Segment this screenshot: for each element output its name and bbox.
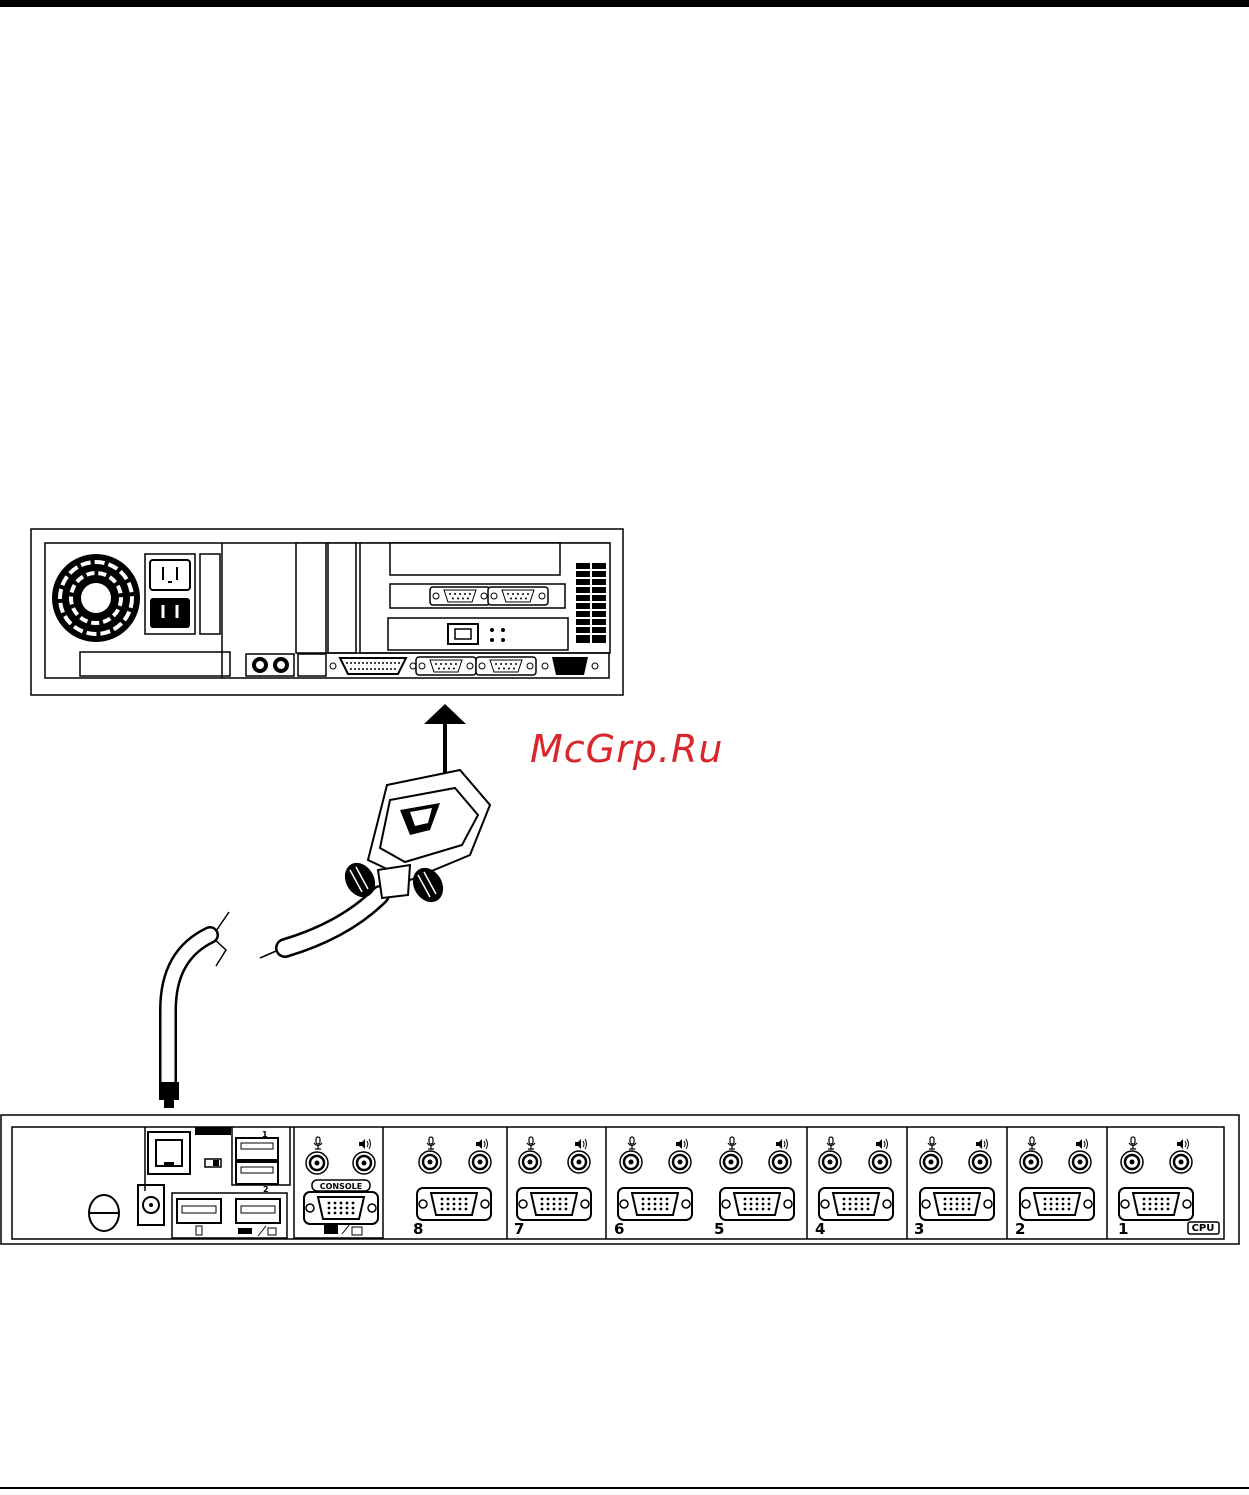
usb-port-1-label: 1 bbox=[262, 1130, 268, 1139]
kvm-cable bbox=[159, 935, 210, 1108]
port-2-label: 2 bbox=[1015, 1220, 1025, 1238]
port-8-label: 8 bbox=[413, 1220, 423, 1238]
monitor-icon bbox=[324, 1224, 338, 1234]
vga-cable-connector bbox=[212, 770, 490, 966]
expansion-slots bbox=[296, 543, 610, 653]
computer-rear-panel bbox=[31, 529, 623, 695]
ps2-ports bbox=[246, 654, 326, 676]
fan-grille-icon bbox=[52, 554, 140, 642]
watermark: McGrp.Ru bbox=[530, 727, 723, 771]
cpu-label: CPU bbox=[1192, 1223, 1215, 1234]
port-4-label: 4 bbox=[815, 1220, 825, 1238]
up-arrow-icon bbox=[424, 704, 466, 778]
power-sockets bbox=[145, 554, 220, 634]
port-3-label: 3 bbox=[914, 1220, 924, 1238]
console-label: CONSOLE bbox=[320, 1182, 363, 1191]
dc-power-jack bbox=[138, 1185, 164, 1225]
kvm-switch-rear-panel: 1 2 CONSOLE bbox=[1, 1115, 1239, 1244]
console-usb-ports bbox=[172, 1193, 287, 1238]
port-1-label: 1 bbox=[1118, 1220, 1128, 1238]
port-7-label: 7 bbox=[514, 1220, 524, 1238]
vent-grille bbox=[576, 563, 606, 643]
port-6-label: 6 bbox=[614, 1220, 624, 1238]
keyboard-icon bbox=[238, 1228, 252, 1234]
port-5-label: 5 bbox=[714, 1220, 724, 1238]
rj11-port bbox=[148, 1132, 190, 1174]
